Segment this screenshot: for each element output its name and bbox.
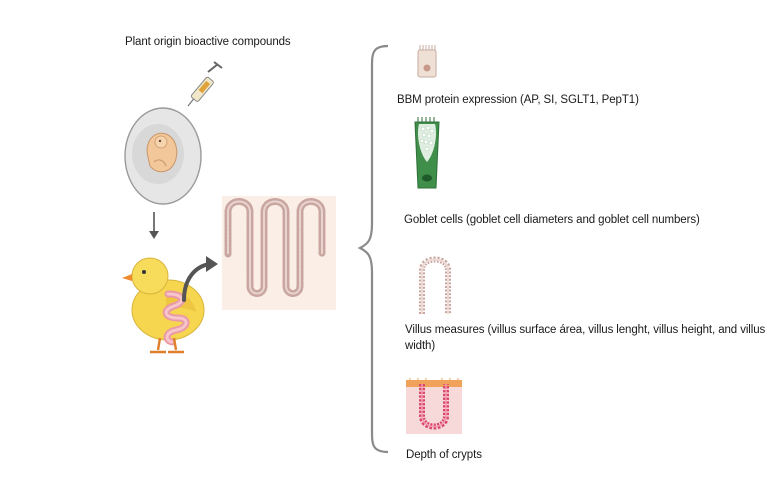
outcome-label-villus: Villus measures (villus surface área, vi… bbox=[405, 324, 766, 352]
villus-icon bbox=[419, 256, 451, 314]
intestine-icon bbox=[162, 290, 190, 346]
enterocyte-cell-icon bbox=[417, 45, 437, 78]
syringe-icon bbox=[187, 61, 223, 107]
curved-arrow-icon bbox=[182, 256, 218, 302]
down-arrow-icon bbox=[149, 212, 159, 239]
outcome-label-goblet: Goblet cells (goblet cell diameters and … bbox=[404, 214, 700, 226]
outcome-label-crypts: Depth of crypts bbox=[406, 449, 482, 461]
egg-injection-icon bbox=[124, 61, 223, 205]
goblet-cell-icon bbox=[414, 117, 440, 189]
embryo-icon bbox=[146, 132, 178, 173]
diagram-title: Plant origin bioactive compounds bbox=[125, 36, 291, 48]
curly-brace-icon bbox=[357, 44, 389, 454]
villi-tissue-icon bbox=[222, 196, 336, 310]
crypt-icon bbox=[406, 378, 462, 434]
outcome-label-bbm: BBM protein expression (AP, SI, SGLT1, P… bbox=[397, 94, 639, 106]
